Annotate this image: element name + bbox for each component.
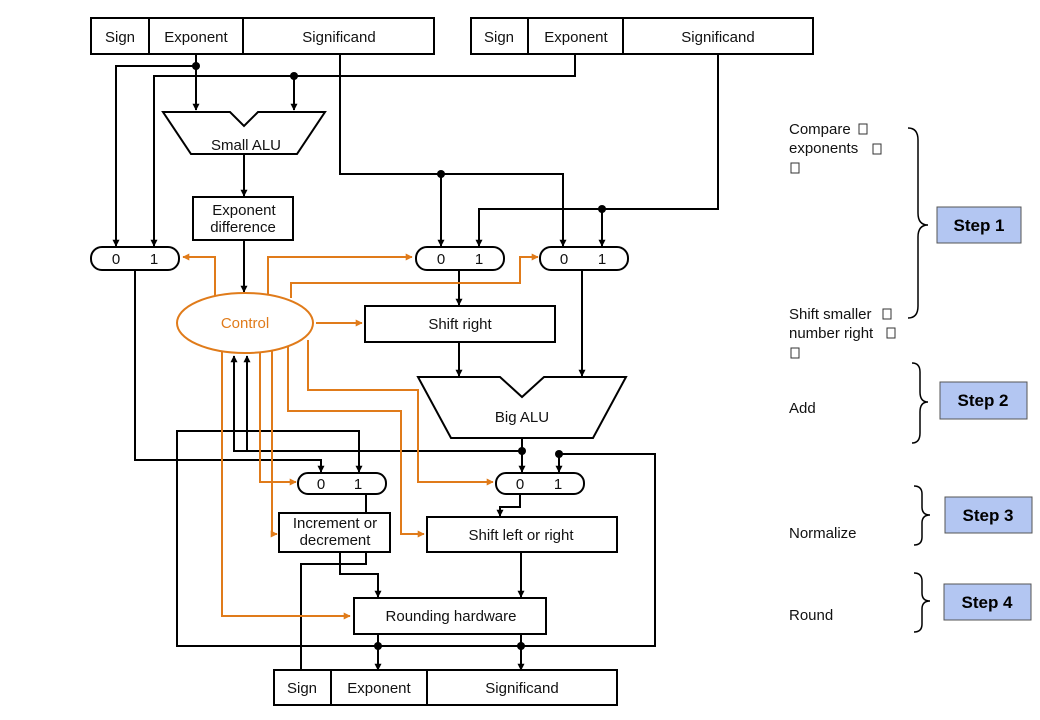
step-3-label: Step 3 xyxy=(962,506,1013,525)
stage-compare-line1: Compare xyxy=(789,121,851,138)
stage-labels: Compare exponents Shift smaller number r… xyxy=(789,121,896,624)
increment-decrement-box: Increment or decrement xyxy=(278,512,391,553)
result-exponent: Exponent xyxy=(347,680,411,697)
stage-normalize: Normalize xyxy=(789,525,857,542)
stage-add: Add xyxy=(789,400,816,417)
exponent-difference-line2: difference xyxy=(210,219,276,236)
exponent-mux-one: 1 xyxy=(150,251,158,268)
stage-compare-line2: exponents xyxy=(789,140,858,157)
significand-mux-right-one: 1 xyxy=(598,251,606,268)
step-1: Step 1 xyxy=(936,206,1022,244)
big-alu-label: Big ALU xyxy=(495,409,549,426)
operand-a-exponent: Exponent xyxy=(164,29,228,46)
normalize-mux-one: 1 xyxy=(554,476,562,493)
step-4: Step 4 xyxy=(943,583,1032,621)
big-alu: Big ALU xyxy=(416,376,628,439)
control-wires xyxy=(182,253,539,620)
operand-a-significand: Significand xyxy=(302,29,375,46)
operand-b-exponent: Exponent xyxy=(544,29,608,46)
small-alu-label: Small ALU xyxy=(211,137,281,154)
shift-left-right-label: Shift left or right xyxy=(468,527,574,544)
shift-left-right-box: Shift left or right xyxy=(426,516,618,553)
step-1-label: Step 1 xyxy=(953,216,1004,235)
result-significand: Significand xyxy=(485,680,558,697)
junction-dots xyxy=(192,62,606,650)
control-unit: Control xyxy=(176,292,314,354)
increment-decrement-line1: Increment or xyxy=(293,515,377,532)
rounding-hardware-label: Rounding hardware xyxy=(386,608,517,625)
result-register: Sign Exponent Significand xyxy=(273,669,618,706)
small-alu: Small ALU xyxy=(161,111,327,155)
stage-shift-line2: number right xyxy=(789,325,874,342)
operand-a-register: Sign Exponent Significand xyxy=(90,17,435,55)
normalize-mux: 0 1 xyxy=(495,472,585,495)
step-braces xyxy=(907,127,931,633)
exponent-difference-box: Exponent difference xyxy=(192,196,294,241)
operand-b-significand: Significand xyxy=(681,29,754,46)
stage-shift-line1: Shift smaller xyxy=(789,306,872,323)
shift-right-box: Shift right xyxy=(364,305,556,343)
stage-round: Round xyxy=(789,607,833,624)
normalize-mux-zero: 0 xyxy=(516,476,524,493)
increment-mux: 0 1 xyxy=(297,472,387,495)
step-2-label: Step 2 xyxy=(957,391,1008,410)
control-label: Control xyxy=(221,315,269,332)
significand-mux-left: 0 1 xyxy=(415,246,505,271)
result-sign: Sign xyxy=(287,680,317,697)
operand-b-register: Sign Exponent Significand xyxy=(470,17,814,55)
operand-b-sign: Sign xyxy=(484,29,514,46)
increment-mux-one: 1 xyxy=(354,476,362,493)
exponent-mux: 0 1 xyxy=(90,246,180,271)
rounding-hardware-box: Rounding hardware xyxy=(353,597,547,635)
operand-a-sign: Sign xyxy=(105,29,135,46)
significand-mux-left-one: 1 xyxy=(475,251,483,268)
significand-mux-right: 0 1 xyxy=(539,246,629,271)
step-4-label: Step 4 xyxy=(961,593,1013,612)
step-3: Step 3 xyxy=(944,496,1033,534)
exponent-difference-line1: Exponent xyxy=(212,202,276,219)
increment-mux-zero: 0 xyxy=(317,476,325,493)
step-2: Step 2 xyxy=(939,381,1028,420)
shift-right-label: Shift right xyxy=(428,316,492,333)
exponent-mux-zero: 0 xyxy=(112,251,120,268)
significand-mux-left-zero: 0 xyxy=(437,251,445,268)
increment-decrement-line2: decrement xyxy=(300,532,372,549)
significand-mux-right-zero: 0 xyxy=(560,251,568,268)
datapath-wires xyxy=(112,54,719,671)
